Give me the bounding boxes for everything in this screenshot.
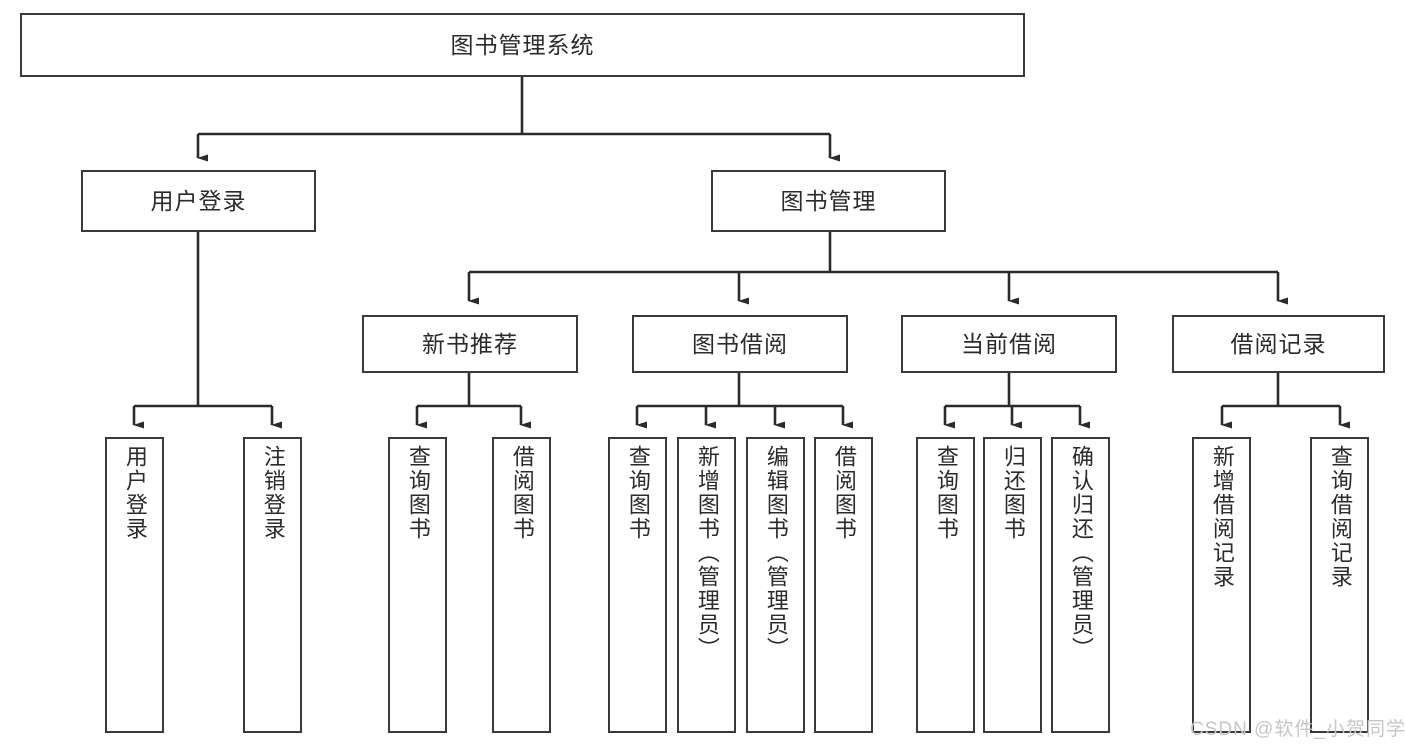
node-book-manage[interactable]: 图书管理 xyxy=(711,170,946,232)
node-leaf-user-login-label: 用户登录 xyxy=(122,445,148,541)
node-leaf-query-record-label: 查询借阅记录 xyxy=(1327,445,1353,589)
node-leaf-query-book-1-label: 查询图书 xyxy=(405,445,431,541)
node-new-book-recommend[interactable]: 新书推荐 xyxy=(362,315,578,373)
node-leaf-add-book-label: 新增图书（管理员） xyxy=(694,445,720,661)
node-new-book-recommend-label: 新书推荐 xyxy=(422,330,518,357)
node-book-borrow-label: 图书借阅 xyxy=(692,330,788,357)
node-leaf-edit-book[interactable]: 编辑图书（管理员） xyxy=(746,437,805,733)
node-borrow-record-label: 借阅记录 xyxy=(1230,330,1327,357)
node-borrow-record[interactable]: 借阅记录 xyxy=(1172,315,1385,373)
node-root-label: 图书管理系统 xyxy=(450,31,595,58)
node-book-borrow[interactable]: 图书借阅 xyxy=(632,315,848,373)
node-leaf-add-book[interactable]: 新增图书（管理员） xyxy=(677,437,736,733)
node-leaf-user-logout[interactable]: 注销登录 xyxy=(243,437,302,733)
node-leaf-borrow-book-2[interactable]: 借阅图书 xyxy=(814,437,873,733)
node-leaf-query-record[interactable]: 查询借阅记录 xyxy=(1310,437,1369,733)
node-leaf-borrow-book-2-label: 借阅图书 xyxy=(831,445,857,541)
node-leaf-user-login[interactable]: 用户登录 xyxy=(105,437,164,733)
node-current-borrow[interactable]: 当前借阅 xyxy=(901,315,1117,373)
node-user-login[interactable]: 用户登录 xyxy=(81,170,316,232)
node-leaf-add-record-label: 新增借阅记录 xyxy=(1209,445,1235,589)
node-leaf-edit-book-label: 编辑图书（管理员） xyxy=(763,445,789,661)
node-leaf-confirm-return[interactable]: 确认归还（管理员） xyxy=(1051,437,1110,733)
node-book-manage-label: 图书管理 xyxy=(780,187,877,214)
node-leaf-query-book-1[interactable]: 查询图书 xyxy=(388,437,447,733)
node-leaf-borrow-book-1[interactable]: 借阅图书 xyxy=(492,437,551,733)
node-leaf-add-record[interactable]: 新增借阅记录 xyxy=(1192,437,1251,733)
csdn-watermark: CSDN @软件_小贺同学 xyxy=(1190,719,1405,740)
node-leaf-query-book-2[interactable]: 查询图书 xyxy=(608,437,667,733)
node-user-login-label: 用户登录 xyxy=(150,187,247,214)
node-leaf-return-book-label: 归还图书 xyxy=(1000,445,1026,541)
node-leaf-return-book[interactable]: 归还图书 xyxy=(983,437,1042,733)
node-leaf-query-book-3[interactable]: 查询图书 xyxy=(916,437,975,733)
node-leaf-query-book-3-label: 查询图书 xyxy=(933,445,959,541)
node-leaf-user-logout-label: 注销登录 xyxy=(260,445,286,541)
node-leaf-query-book-2-label: 查询图书 xyxy=(625,445,651,541)
node-root[interactable]: 图书管理系统 xyxy=(20,13,1025,77)
node-current-borrow-label: 当前借阅 xyxy=(961,330,1057,357)
node-leaf-borrow-book-1-label: 借阅图书 xyxy=(509,445,535,541)
node-leaf-confirm-return-label: 确认归还（管理员） xyxy=(1068,445,1094,661)
